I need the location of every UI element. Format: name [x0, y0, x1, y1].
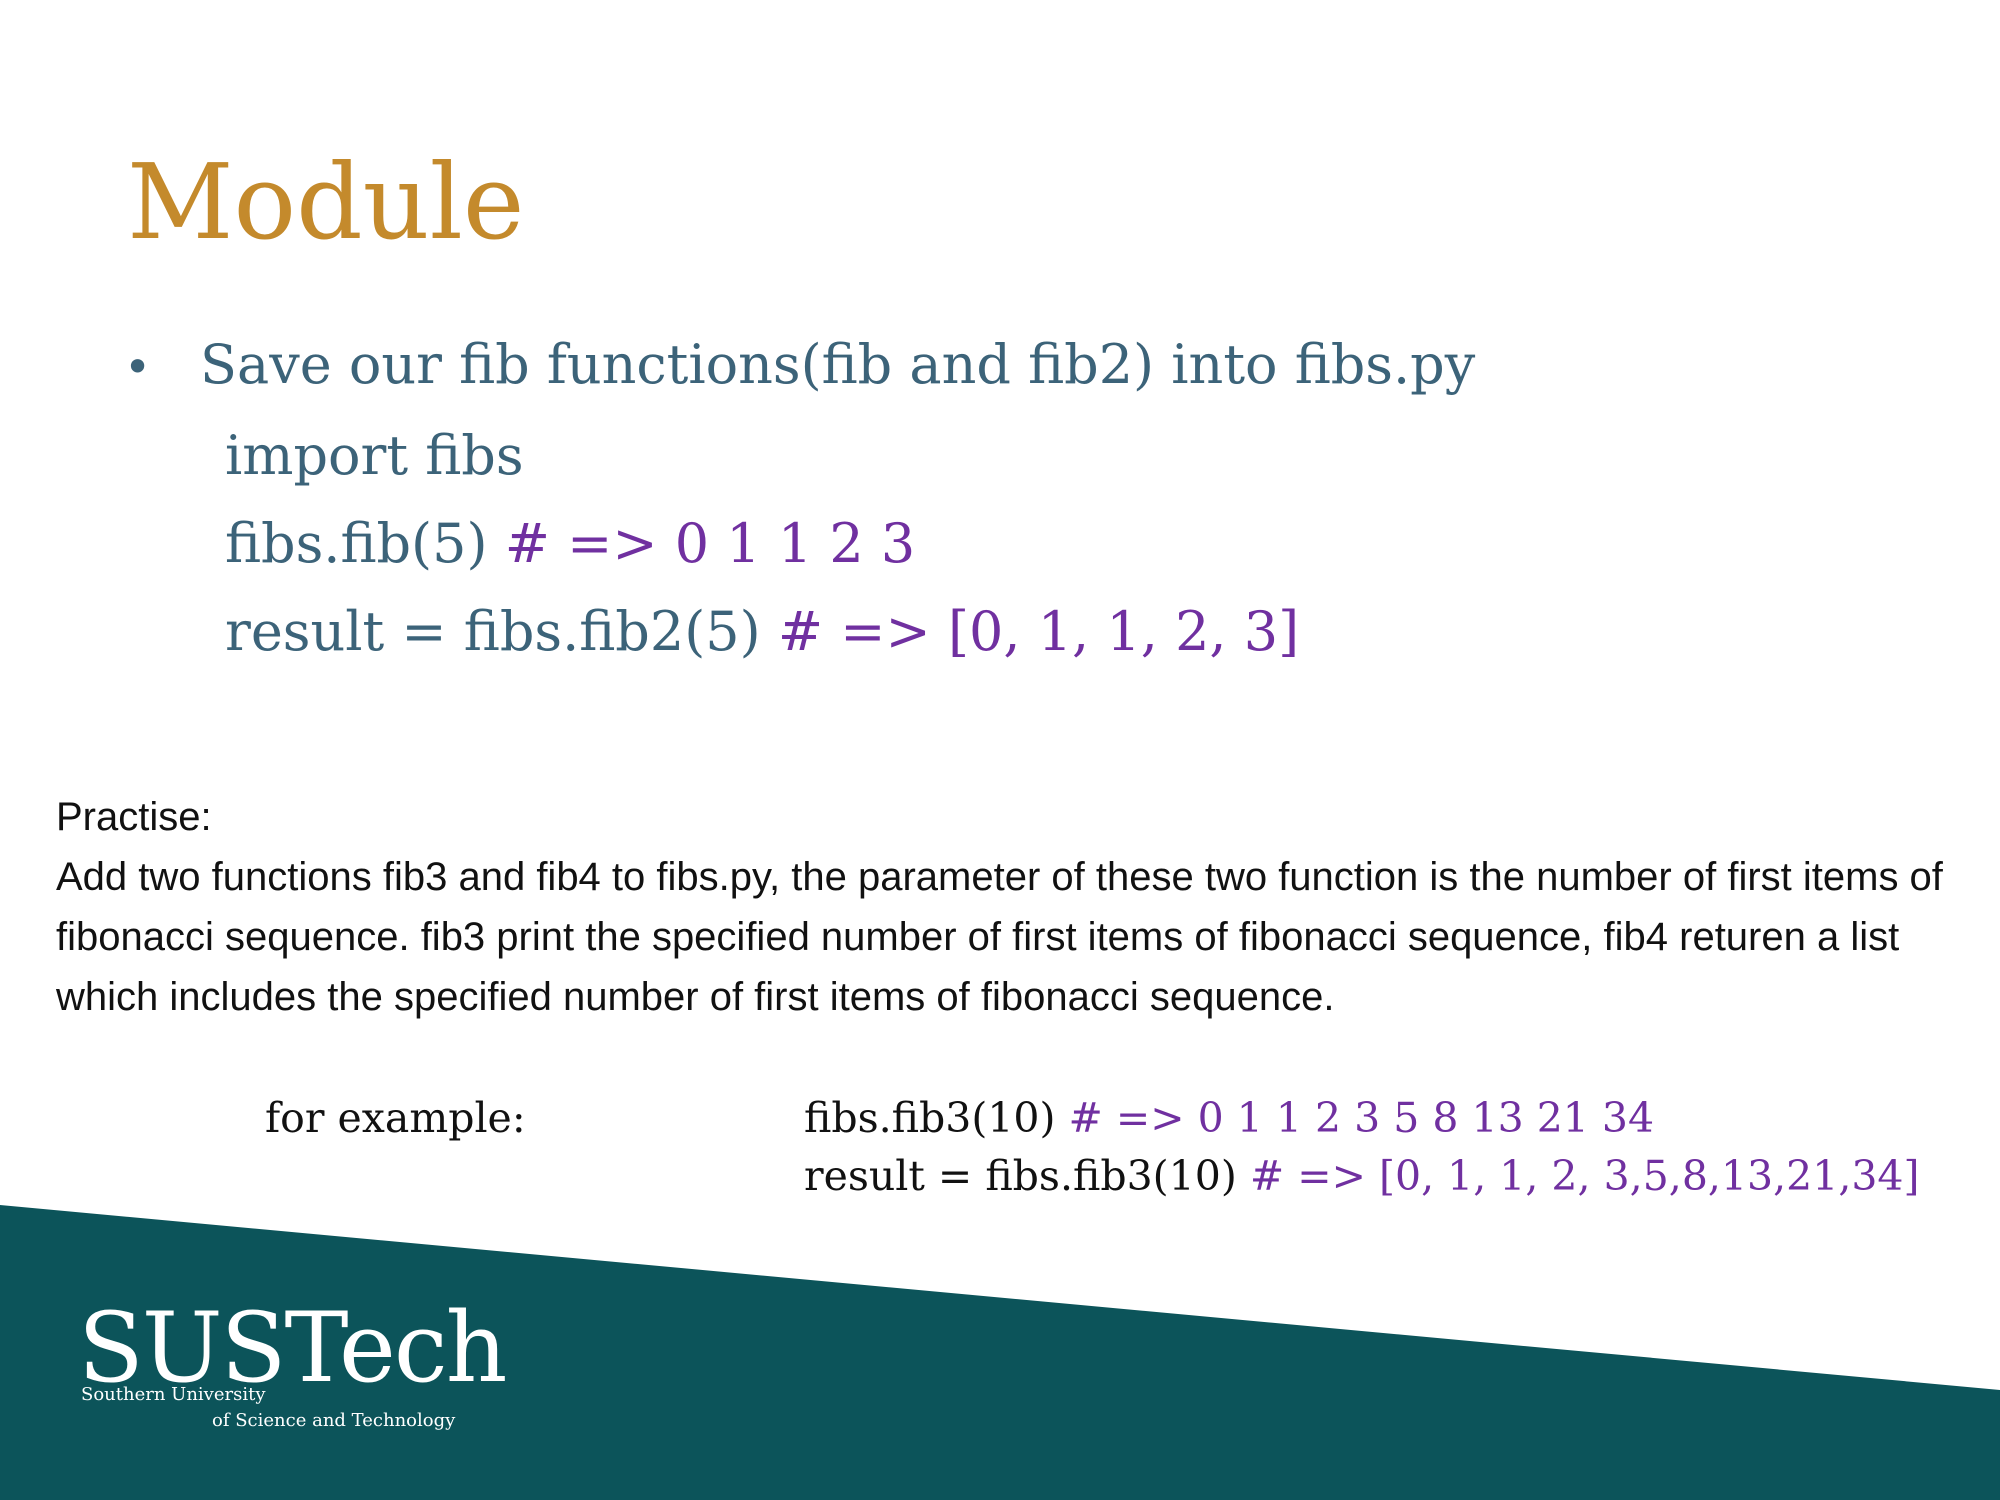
bullet-text: Save our fib functions(fib and fib2) int…	[200, 333, 1476, 396]
logo-wordmark: SUSTech	[78, 1292, 507, 1404]
bullet-item: • Save our fib functions(fib and fib2) in…	[124, 333, 1475, 398]
practise-body: Add two functions fib3 and fib4 to fibs.…	[56, 855, 1943, 1019]
slide-title: Module	[127, 141, 525, 263]
practise-block: Practise: Add two functions fib3 and fib…	[56, 787, 1976, 1027]
code-line-fib: fibs.fib(5) # => 0 1 1 2 3	[225, 512, 915, 577]
example-comment: # => [0, 1, 1, 2, 3,5,8,13,21,34]	[1249, 1152, 1920, 1200]
code-text: fibs.fib(5)	[225, 512, 505, 575]
code-comment: # => [0, 1, 1, 2, 3]	[777, 600, 1300, 663]
practise-heading: Practise:	[56, 795, 212, 839]
example-line-fib3-result: result = fibs.fib3(10) # => [0, 1, 1, 2,…	[804, 1146, 1920, 1206]
example-code: result = fibs.fib3(10)	[804, 1152, 1250, 1200]
bullet-dot-icon: •	[124, 340, 152, 394]
code-line-fib2: result = fibs.fib2(5) # => [0, 1, 1, 2, …	[225, 600, 1299, 665]
logo-subtitle-line2: of Science and Technology	[212, 1410, 456, 1431]
code-comment: # => 0 1 1 2 3	[504, 512, 916, 575]
example-code: fibs.fib3(10)	[804, 1094, 1069, 1142]
example-label: for example:	[265, 1094, 526, 1142]
code-line-import: import fibs	[225, 424, 524, 489]
sustech-logo: SUSTech Southern University of Science a…	[78, 1300, 507, 1450]
code-text: import fibs	[225, 424, 524, 487]
example-comment: # => 0 1 1 2 3 5 8 13 21 34	[1068, 1094, 1655, 1142]
logo-subtitle-line1: Southern University	[81, 1384, 266, 1405]
code-text: result = fibs.fib2(5)	[225, 600, 778, 663]
example-line-fib3-print: fibs.fib3(10) # => 0 1 1 2 3 5 8 13 21 3…	[804, 1088, 1654, 1148]
